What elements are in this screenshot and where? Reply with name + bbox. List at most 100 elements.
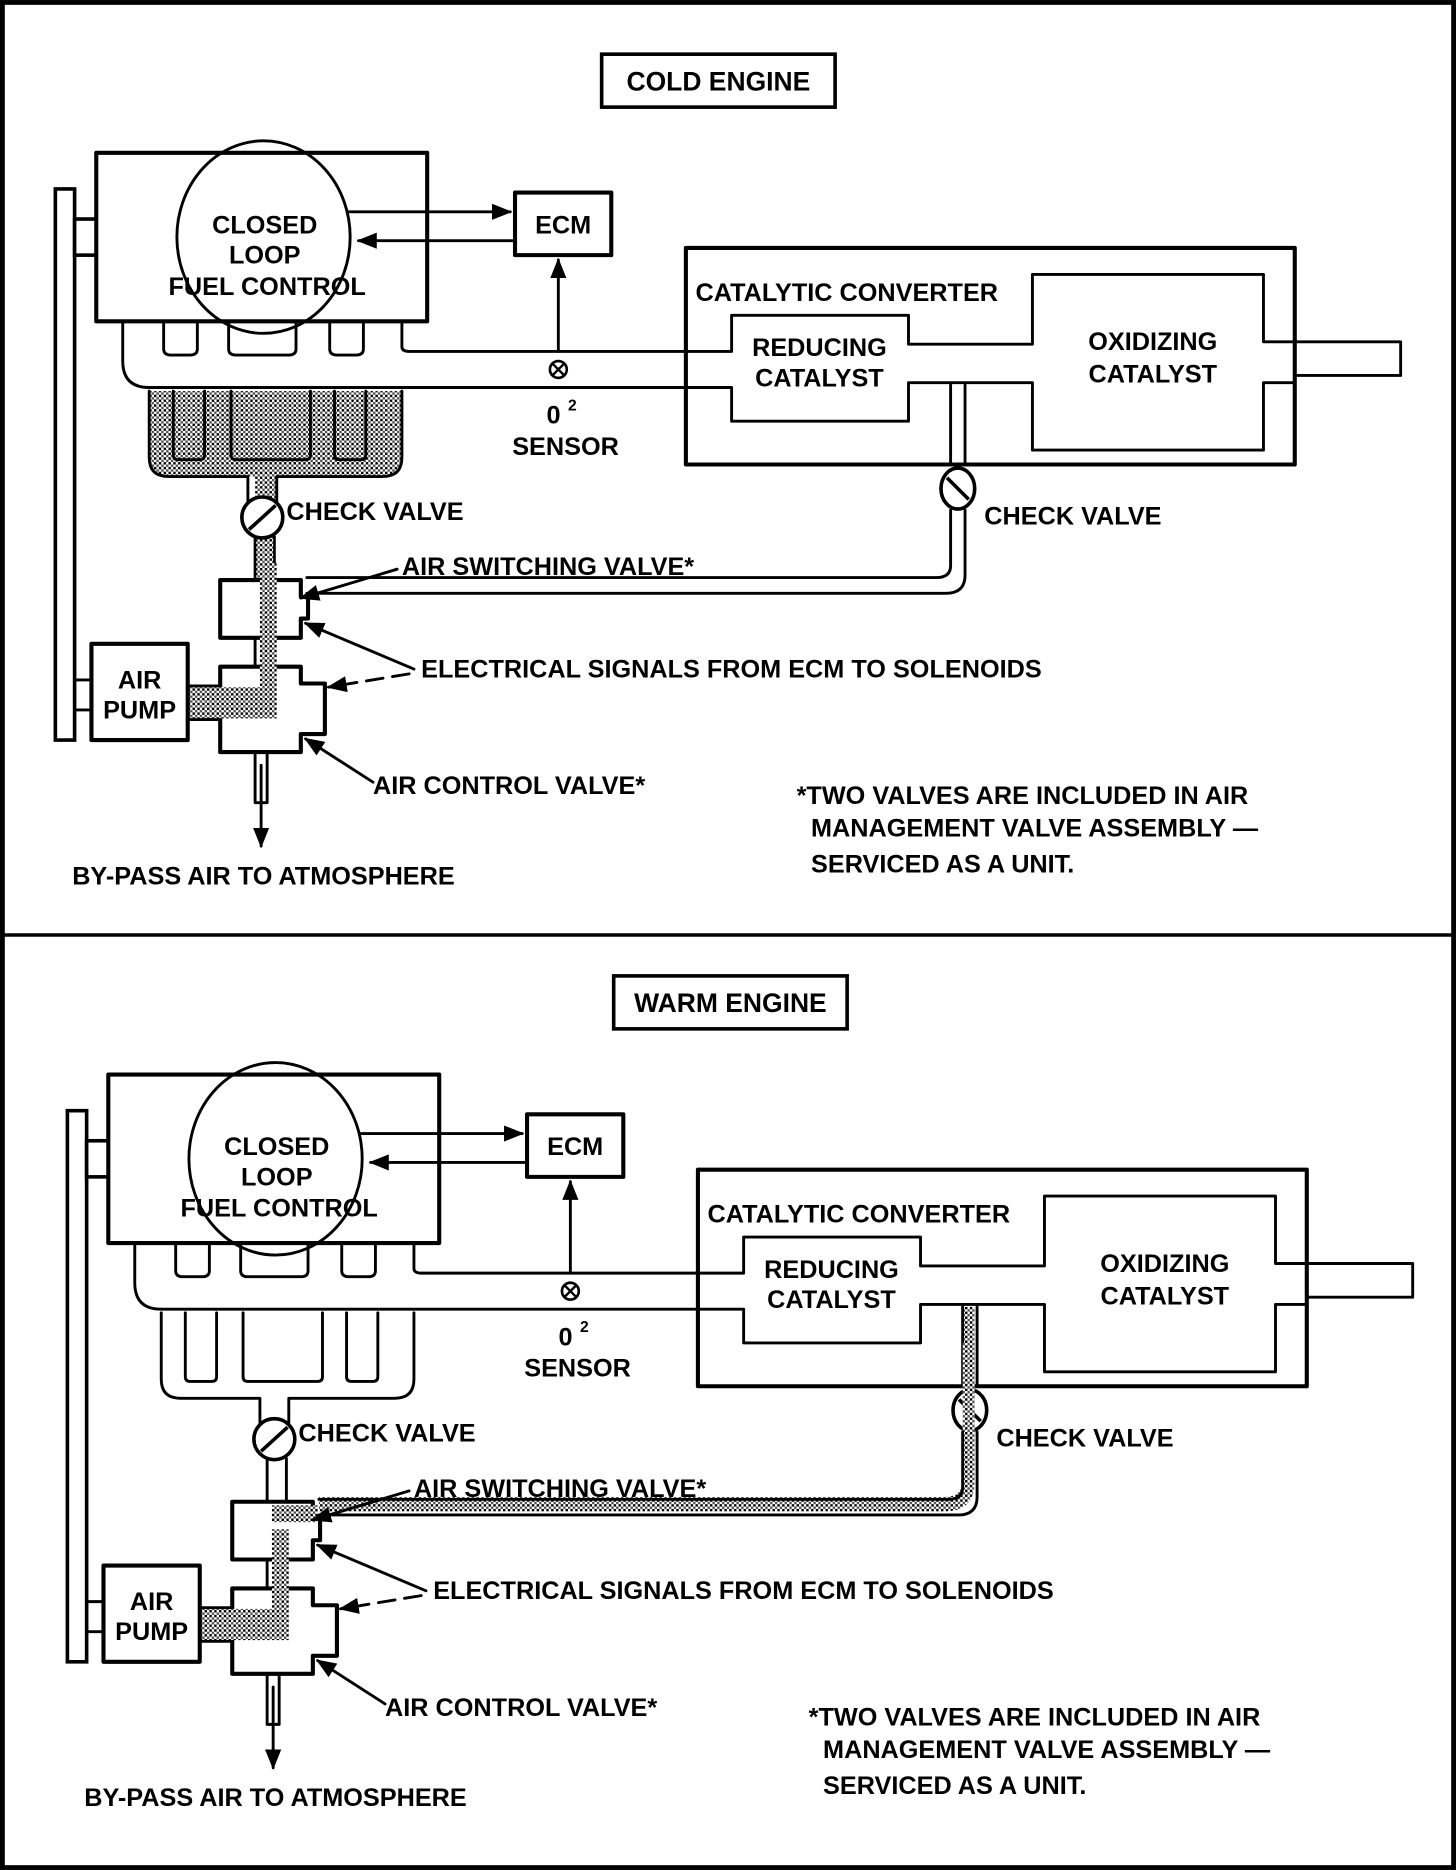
air-pump-outlet bbox=[186, 684, 222, 722]
check-valve-left-icon bbox=[252, 1416, 297, 1462]
ecm-label: ECM bbox=[535, 211, 591, 239]
check-valve-left-label: CHECK VALVE bbox=[286, 498, 463, 526]
air-control-valve-leader bbox=[303, 737, 375, 784]
air-manifold-inner bbox=[171, 389, 368, 462]
engine-label-line2: LOOP bbox=[241, 1163, 313, 1191]
air-manifold bbox=[147, 389, 404, 495]
footnote-line2: MANAGEMENT VALVE ASSEMBLY — bbox=[811, 814, 1259, 842]
exhaust-manifold bbox=[121, 318, 688, 389]
o2-label: 0 bbox=[559, 1323, 573, 1351]
oxidizing-catalyst-line1: OXIDIZING bbox=[1088, 328, 1217, 356]
footnote-line3: SERVICED AS A UNIT. bbox=[811, 850, 1074, 878]
footnote-line3: SERVICED AS A UNIT. bbox=[823, 1772, 1086, 1800]
exhaust-manifold bbox=[133, 1240, 700, 1311]
manifold-runner-2 bbox=[239, 1242, 310, 1279]
manifold-runner-3 bbox=[328, 321, 365, 357]
bypass-outlet bbox=[265, 1672, 281, 1726]
air-control-valve-label: AIR CONTROL VALVE* bbox=[373, 772, 645, 800]
reducing-catalyst-chamber bbox=[684, 272, 1297, 452]
signal-leader-switching bbox=[303, 621, 416, 671]
ecm-box bbox=[512, 190, 614, 258]
panel-title: COLD ENGINE bbox=[626, 66, 810, 96]
drive-belt bbox=[53, 187, 77, 742]
exhaust-pipe-upper bbox=[400, 318, 688, 353]
sensor-label: SENSOR bbox=[512, 433, 619, 461]
catalytic-converter-label: CATALYTIC CONVERTER bbox=[696, 279, 999, 307]
switching-valve-to-converter-pipe bbox=[305, 508, 967, 595]
engine-label-line2: LOOP bbox=[229, 242, 301, 270]
stippled-pump-air-path bbox=[190, 1529, 289, 1641]
air-pump-mount bbox=[73, 678, 93, 712]
reducing-catalyst-line2: CATALYST bbox=[767, 1286, 896, 1314]
fuel-control-circle bbox=[187, 1061, 364, 1257]
fuel-control-circle bbox=[175, 139, 352, 335]
air-switching-valve-leader bbox=[310, 1489, 411, 1523]
drive-belt bbox=[65, 1108, 89, 1664]
engine-label-line3: FUEL CONTROL bbox=[168, 273, 365, 301]
catalytic-converter-box bbox=[695, 1167, 1309, 1389]
manifold-runner-3 bbox=[340, 1242, 377, 1279]
air-pump-box bbox=[101, 1563, 202, 1664]
oxidizing-catalyst-line1: OXIDIZING bbox=[1100, 1250, 1229, 1278]
engine-label-line1: CLOSED bbox=[212, 211, 317, 239]
check-valve-right-label: CHECK VALVE bbox=[984, 503, 1161, 531]
check-valve-left-pipe bbox=[258, 1413, 291, 1504]
signal-leader-control bbox=[338, 1594, 423, 1614]
stippled-air-path-to-manifold bbox=[149, 391, 402, 500]
o2-superscript: 2 bbox=[580, 1319, 589, 1336]
manifold-runner-1 bbox=[174, 1242, 211, 1279]
check-valve-right-label: CHECK VALVE bbox=[996, 1424, 1173, 1452]
air-manifold-inner bbox=[183, 1311, 380, 1383]
check-valve-left-pipe bbox=[246, 491, 279, 582]
signal-leader-control bbox=[326, 672, 411, 693]
ecm-label: ECM bbox=[547, 1133, 603, 1161]
reducing-catalyst-line2: CATALYST bbox=[755, 364, 884, 392]
engine-label-line1: CLOSED bbox=[224, 1133, 329, 1161]
catalytic-converter-label: CATALYTIC CONVERTER bbox=[708, 1201, 1011, 1229]
air-pump-box bbox=[89, 641, 190, 743]
panel-title-box bbox=[611, 974, 849, 1031]
sensor-label: SENSOR bbox=[524, 1355, 631, 1383]
tailpipe bbox=[1293, 340, 1403, 377]
exhaust-pipe-upper bbox=[412, 1240, 700, 1275]
switching-valve-to-converter-pipe bbox=[317, 1430, 979, 1517]
air-pump-outlet bbox=[198, 1606, 234, 1643]
o2-sensor-icon bbox=[560, 1281, 581, 1301]
footnote-line1: *TWO VALVES ARE INCLUDED IN AIR bbox=[809, 1704, 1261, 1732]
o2-superscript: 2 bbox=[568, 397, 577, 414]
reducing-catalyst-line1: REDUCING bbox=[752, 334, 887, 362]
bypass-label: BY-PASS AIR TO ATMOSPHERE bbox=[72, 862, 455, 890]
engine-label-line3: FUEL CONTROL bbox=[181, 1195, 378, 1223]
tailpipe bbox=[1305, 1262, 1415, 1299]
manifold-runner-1 bbox=[162, 321, 199, 357]
air-manifold bbox=[159, 1311, 416, 1417]
ecm-box bbox=[525, 1112, 626, 1179]
air-pump-mount bbox=[85, 1600, 105, 1634]
panel-cold-engine: COLD ENGINE CLOSED LOOP FUEL CONTROL ECM… bbox=[53, 52, 1403, 890]
check-valve-right-icon bbox=[939, 466, 977, 511]
electrical-signals-label: ELECTRICAL SIGNALS FROM ECM TO SOLENOIDS bbox=[421, 655, 1042, 683]
air-switching-valve-label: AIR SWITCHING VALVE* bbox=[402, 553, 694, 581]
air-switching-valve-label: AIR SWITCHING VALVE* bbox=[414, 1475, 706, 1503]
footnote-line2: MANAGEMENT VALVE ASSEMBLY — bbox=[823, 1736, 1271, 1764]
bypass-label: BY-PASS AIR TO ATMOSPHERE bbox=[84, 1784, 467, 1812]
signal-leader-switching bbox=[315, 1543, 428, 1593]
air-switching-valve-leader bbox=[298, 567, 399, 601]
oxidizing-catalyst-line2: CATALYST bbox=[1101, 1282, 1230, 1310]
manifold-runner-2 bbox=[227, 321, 298, 357]
o2-label: 0 bbox=[546, 402, 560, 430]
reducing-catalyst-line1: REDUCING bbox=[764, 1256, 899, 1284]
bypass-outlet bbox=[253, 750, 269, 805]
panel-warm-engine: WARM ENGINE CLOSED LOOP FUEL CONTROL ECM… bbox=[65, 974, 1415, 1812]
panel-title: WARM ENGINE bbox=[634, 988, 827, 1018]
air-pump-label-line1: AIR bbox=[130, 1588, 174, 1616]
panel-title-box bbox=[599, 52, 837, 109]
stippled-switch-outlet bbox=[271, 1505, 318, 1523]
catalytic-converter-box bbox=[683, 245, 1297, 467]
electrical-signals-label: ELECTRICAL SIGNALS FROM ECM TO SOLENOIDS bbox=[433, 1577, 1054, 1605]
o2-sensor-icon bbox=[548, 359, 569, 380]
oxidizing-catalyst-line2: CATALYST bbox=[1088, 361, 1217, 389]
footnote-line1: *TWO VALVES ARE INCLUDED IN AIR bbox=[797, 782, 1249, 810]
converter-air-pipe bbox=[949, 383, 967, 465]
